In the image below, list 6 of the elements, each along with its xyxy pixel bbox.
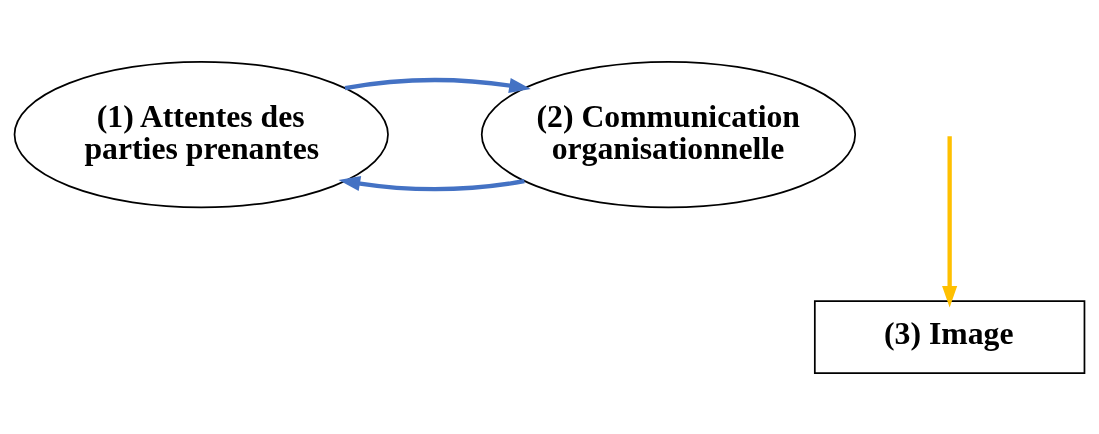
node-ellipse: (2) Communication organisationnelle	[480, 60, 857, 208]
node-ellipse: (1) Attentes des parties prenantes	[13, 60, 389, 208]
node-box: (3) Image	[813, 299, 1086, 374]
arrow	[942, 135, 958, 308]
arrow	[338, 175, 525, 191]
arrow	[344, 77, 531, 93]
